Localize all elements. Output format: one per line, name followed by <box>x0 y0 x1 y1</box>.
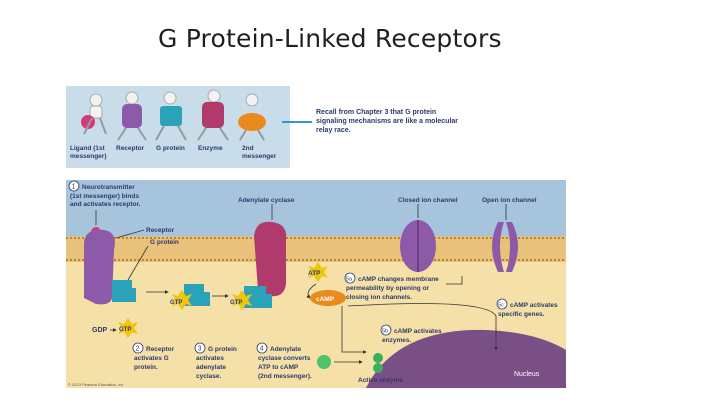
step-3-line-2: activates <box>196 355 224 362</box>
extracellular-space <box>66 180 566 242</box>
step-1-line-3: and activates receptor. <box>70 201 141 208</box>
g-protein-label: G protein <box>150 239 179 246</box>
receptor-label: Receptor <box>146 227 175 234</box>
step-5a-line-1: cAMP changes membrane <box>358 276 439 283</box>
g-protein-runner <box>155 91 187 141</box>
camp-molecule <box>310 290 346 306</box>
closed-ion-channel <box>400 220 436 272</box>
ligand-runner <box>81 93 107 135</box>
step-3-line-3: adenylate <box>196 364 226 371</box>
relay-label-g-protein: G protein <box>156 145 185 152</box>
active-enzyme-label: Active enzyme <box>358 377 404 384</box>
step-5a-line-2: permeability by opening or <box>346 285 430 292</box>
step-3-line-4: cyclase. <box>196 373 221 380</box>
g-protein-active <box>184 284 210 306</box>
step-5c: 5c cAMP activates specific genes. <box>496 298 558 318</box>
step-5b-line-1: cAMP activates <box>394 328 442 335</box>
relay-label-ligand-2: messenger) <box>70 153 107 160</box>
step-1: 1 Neurotransmitter (1st messenger) binds… <box>68 180 141 208</box>
step-5b-number: 5b <box>382 329 388 335</box>
receptor-runner <box>117 91 147 141</box>
relay-label-messenger: messenger <box>242 153 277 160</box>
plasma-membrane <box>66 236 566 262</box>
step-5c-line-1: cAMP activates <box>510 302 558 309</box>
step-5b-line-2: enzymes. <box>382 337 411 344</box>
g-protein-inactive <box>112 280 136 302</box>
inactive-enzyme <box>317 355 331 369</box>
active-enzyme-part-1 <box>373 353 383 363</box>
atp-label: ATP <box>308 270 321 277</box>
step-3: 3 G protein activates adenylate cyclase. <box>194 342 237 380</box>
relay-note: Recall from Chapter 3 that G protein sig… <box>316 109 459 134</box>
step-5a-line-3: closing ion channels. <box>346 294 412 301</box>
second-messenger-runner <box>238 93 266 141</box>
step-2-number: 2 <box>136 345 140 352</box>
step-3-number: 3 <box>198 345 202 352</box>
adenylate-cyclase-label: Adenylate cyclase <box>238 197 295 204</box>
atp-burst <box>308 262 328 282</box>
slide-title: G Protein-Linked Receptors <box>158 24 502 53</box>
step-2-line-1: Receptor <box>146 346 175 353</box>
relay-label-receptor: Receptor <box>116 145 145 152</box>
relay-race-figures: Ligand (1st messenger) Receptor G protei… <box>70 89 277 160</box>
relay-label-second: 2nd <box>242 145 254 152</box>
step-1-line-1: Neurotransmitter <box>82 184 135 191</box>
step-1-number: 1 <box>72 183 76 190</box>
open-ion-channel-label: Open ion channel <box>482 197 537 204</box>
g-protein-bound <box>244 286 272 308</box>
camp-label: cAMP <box>316 296 335 303</box>
nucleus-label: Nucleus <box>514 371 540 378</box>
gtp-label-2: GTP <box>170 300 182 306</box>
step-1-line-2: (1st messenger) binds <box>70 193 139 200</box>
copyright: © 2013 Pearson Education, Inc. <box>68 382 125 387</box>
step-4-line-1: Adenylate <box>270 346 301 353</box>
relay-label-ligand: Ligand (1st <box>70 145 106 152</box>
step-4: 4 Adenylate cyclase converts ATP to cAMP… <box>256 342 312 380</box>
open-ion-channel <box>492 222 518 272</box>
step-5a-number: 5a <box>346 277 353 283</box>
step-5b: 5b cAMP activates enzymes. <box>380 324 442 344</box>
gtp-burst-3 <box>232 290 252 310</box>
closed-ion-channel-label: Closed ion channel <box>398 197 458 204</box>
gtp-label-1: GTP <box>119 327 131 333</box>
step-5a: 5a cAMP changes membrane permeability by… <box>344 272 439 301</box>
step-2: 2 Receptor activates G protein. <box>132 342 175 371</box>
step-4-line-2: cyclase converts <box>258 355 311 362</box>
note-arrow <box>282 121 312 123</box>
step-4-line-4: (2nd messenger). <box>258 373 312 380</box>
adenylate-cyclase <box>254 221 287 297</box>
enzyme-runner <box>197 89 229 141</box>
step-4-line-3: ATP to cAMP <box>258 364 299 371</box>
step-5c-line-2: specific genes. <box>498 311 545 318</box>
receptor-protein <box>84 229 115 305</box>
gtp-label-3: GTP <box>230 300 242 306</box>
gdp-label: GDP <box>92 327 108 334</box>
step-4-number: 4 <box>260 345 264 352</box>
signaling-diagram: Nucleus 1 Neurotransmitter (1st messenge… <box>66 180 566 388</box>
step-2-line-3: protein. <box>134 364 158 371</box>
gtp-burst-2 <box>172 290 192 310</box>
active-enzyme-part-2 <box>373 363 383 373</box>
step-2-line-2: activates G <box>134 355 169 362</box>
relay-label-enzyme: Enzyme <box>198 145 223 152</box>
nucleus <box>366 329 566 388</box>
gtp-burst-1 <box>118 318 138 338</box>
relay-race-image: Ligand (1st messenger) Receptor G protei… <box>66 86 290 168</box>
step-3-line-1: G protein <box>208 346 237 353</box>
step-5c-number: 5c <box>498 303 504 309</box>
